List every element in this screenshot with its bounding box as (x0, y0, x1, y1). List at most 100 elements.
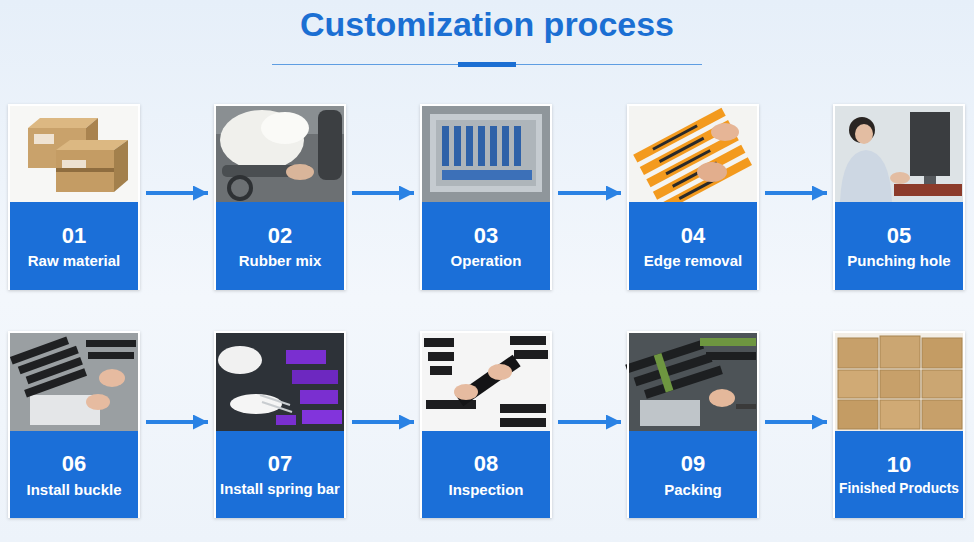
photo-finished-products (880, 370, 920, 398)
photo-operation (430, 114, 542, 192)
photo-raw-material (8, 104, 140, 202)
process-card: 09Packing (627, 331, 759, 518)
photo-window (835, 333, 963, 431)
photo-inspection (454, 384, 478, 400)
photo-edge-removal (633, 108, 752, 212)
step-number: 07 (268, 451, 292, 476)
photo-edge-removal (659, 137, 705, 163)
photo-operation (490, 126, 497, 166)
process-card: 10Finished Products (833, 331, 965, 518)
photo-operation (478, 126, 485, 166)
title-underline-accent (458, 62, 516, 67)
step-label: Install spring bar (220, 481, 340, 498)
photo-raw-material (28, 118, 98, 128)
photo-packing (700, 338, 756, 346)
photo-rubber-mix (229, 177, 251, 199)
photo-finished-products (922, 370, 962, 398)
photo-install-buckle (88, 352, 134, 359)
photo-install-buckle (86, 340, 136, 347)
step-band: 04Edge removal (629, 202, 757, 290)
photo-punching-hole (849, 117, 875, 143)
photo-install-buckle (10, 334, 87, 398)
step-band: 02Rubber mix (216, 202, 344, 290)
photo-finished-products (880, 336, 920, 368)
photo-inspection (488, 364, 512, 380)
photo-install-buckle (8, 331, 140, 431)
photo-punching-hole (833, 104, 965, 202)
step-label: Install buckle (26, 481, 121, 498)
step-label: Rubber mix (239, 252, 322, 269)
photo-rubber-mix (261, 112, 309, 144)
flow-arrow (558, 191, 621, 195)
photo-edge-removal (652, 124, 698, 150)
photo-inspection (500, 404, 546, 413)
photo-install-spring-bar (214, 331, 346, 431)
photo-rubber-mix (214, 104, 346, 202)
photo-finished-products (838, 338, 878, 368)
photo-raw-material (8, 104, 140, 202)
step-label: Punching hole (847, 252, 950, 269)
flow-arrow (558, 420, 621, 424)
step-band: 01Raw material (10, 202, 138, 290)
photo-punching-hole (855, 124, 873, 144)
photo-window (216, 333, 344, 431)
photo-punching-hole (894, 184, 962, 196)
step-number: 10 (887, 452, 911, 477)
photo-operation (420, 104, 552, 202)
photo-inspection (514, 350, 548, 359)
step-label: Raw material (28, 252, 121, 269)
photo-finished-products (922, 400, 962, 429)
photo-install-buckle (8, 331, 140, 431)
step-band: 09Packing (629, 431, 757, 518)
photo-finished-products (833, 331, 965, 431)
photo-install-spring-bar (286, 350, 326, 364)
photo-inspection (424, 338, 454, 347)
photo-window (422, 106, 550, 202)
step-number: 01 (62, 223, 86, 248)
photo-finished-products (833, 331, 965, 431)
photo-window (422, 333, 550, 431)
photo-operation (442, 126, 449, 166)
photo-install-spring-bar (214, 331, 346, 431)
flow-arrow (146, 420, 208, 424)
process-card: 03Operation (420, 104, 552, 290)
photo-install-buckle (86, 394, 110, 410)
flow-arrow (146, 191, 208, 195)
step-band: 07Install spring bar (216, 431, 344, 518)
photo-install-buckle (24, 368, 87, 397)
photo-raw-material (56, 150, 114, 192)
photo-edge-removal (697, 162, 727, 182)
photo-inspection (510, 336, 546, 345)
photo-inspection (428, 352, 454, 361)
photo-punching-hole (840, 150, 892, 202)
photo-operation (442, 170, 532, 180)
photo-rubber-mix (286, 164, 314, 180)
photo-raw-material (34, 134, 54, 144)
photo-install-spring-bar (302, 410, 342, 424)
step-label: Packing (664, 481, 722, 498)
photo-window (10, 106, 138, 202)
flow-arrow (765, 191, 827, 195)
process-card: 02Rubber mix (214, 104, 346, 290)
process-card: 04Edge removal (627, 104, 759, 290)
step-band: 08Inspection (422, 431, 550, 518)
photo-rubber-mix (214, 104, 346, 202)
photo-install-spring-bar (292, 370, 338, 384)
step-number: 08 (474, 451, 498, 476)
step-number: 04 (681, 223, 705, 248)
photo-inspection (420, 331, 552, 431)
photo-packing (736, 404, 756, 409)
step-number: 02 (268, 223, 292, 248)
step-band: 03Operation (422, 202, 550, 290)
diagram-title: Customization process (0, 3, 974, 45)
photo-install-spring-bar (218, 346, 262, 374)
photo-raw-material (56, 168, 114, 172)
photo-install-spring-bar (230, 394, 282, 414)
step-band: 10Finished Products (835, 431, 963, 518)
photo-packing (654, 353, 674, 393)
photo-rubber-mix (318, 110, 342, 180)
photo-finished-products (880, 400, 920, 429)
photo-window (629, 106, 757, 202)
photo-inspection (500, 418, 546, 427)
